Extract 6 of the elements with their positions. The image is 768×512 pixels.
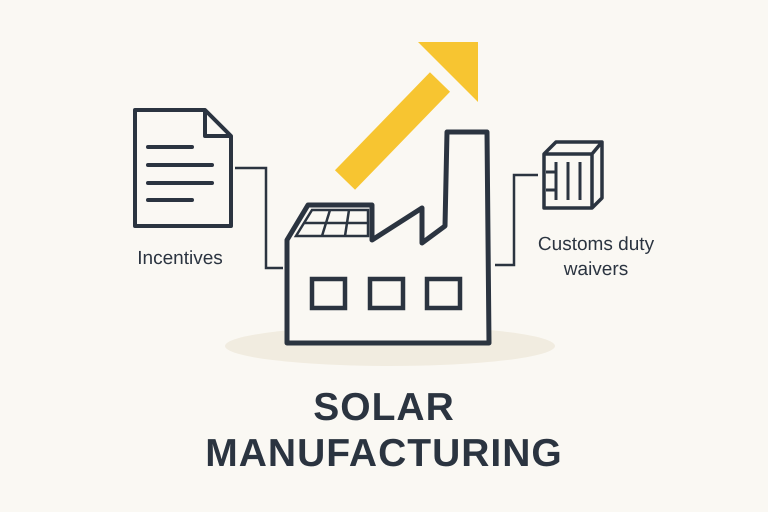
connector-line xyxy=(235,166,283,270)
title: SOLAR MANUFACTURING xyxy=(204,385,564,477)
node-label: Customs duty waivers xyxy=(536,233,656,282)
connector-line xyxy=(495,174,538,266)
node-label: Incentives xyxy=(136,247,224,271)
document-icon xyxy=(131,106,235,230)
